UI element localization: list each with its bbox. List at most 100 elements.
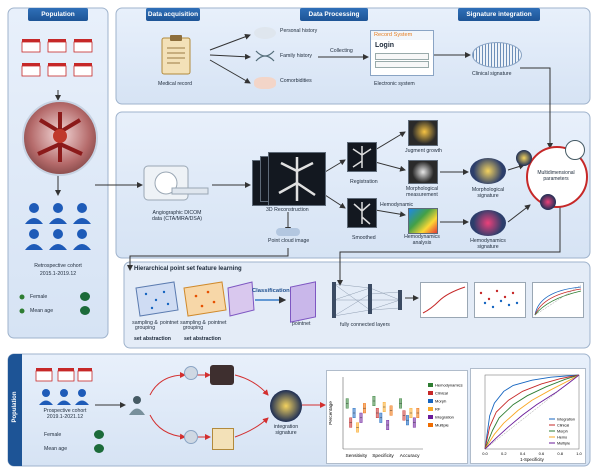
- hemodynamic-label: Hemodynamic: [380, 202, 414, 208]
- boxplot-legend-swatch: [428, 415, 433, 419]
- retrospective-cohort-label: Retrospective cohort: [34, 263, 82, 269]
- data-processing-header: Data Processing: [300, 8, 368, 21]
- personal-history-icon: [254, 27, 276, 39]
- roc-series-line: [484, 374, 580, 450]
- roc-x-tick: 0.0: [482, 451, 488, 456]
- roc-legend-label: Morph: [557, 430, 568, 434]
- personal-history-label: Personal history: [280, 28, 318, 34]
- roc-x-tick: 0.2: [501, 451, 507, 456]
- boxplot-category-label: Specificity: [372, 453, 394, 459]
- prospective-female-label: Female: [44, 432, 62, 438]
- roc-x-tick: 0.4: [520, 451, 526, 456]
- fully-connected-label: fully connected layers: [340, 322, 390, 328]
- roc-frame: [484, 374, 580, 450]
- pointnet-classifier-block: [290, 281, 316, 323]
- username-field: [375, 53, 429, 60]
- boxplot-legend-label: Clinical: [435, 391, 448, 396]
- boxplot-legend-swatch: [428, 391, 433, 395]
- prospective-cohort-label: Prospective cohort: [43, 408, 87, 414]
- login-title: Login: [375, 42, 395, 49]
- population-people-icons: [16, 200, 100, 256]
- boxplot-legend-label: Multiple: [435, 423, 450, 428]
- pointnet-label-2: pointnet: [208, 320, 227, 326]
- set-abstraction-block-1: [134, 280, 180, 320]
- roc-mini-plot: [532, 282, 584, 318]
- roc-series-line: [484, 374, 580, 450]
- hemo-signature-label2: signature: [477, 244, 499, 250]
- reconstruction-label: 3D Reconstruction: [266, 207, 309, 213]
- prospective-hospital-icons: [34, 366, 94, 386]
- roc-x-tick: 0.6: [539, 451, 545, 456]
- multidim-morph-node: [516, 150, 532, 166]
- reconstruction-image: [268, 152, 326, 206]
- record-document-icon: [212, 428, 234, 450]
- morph-measurement-image: [408, 160, 438, 184]
- morph-signature-label1: Morphological: [471, 187, 505, 193]
- retrospective-dates: 2015.1-2019.12: [39, 271, 77, 277]
- point-cloud-label: Point cloud image: [268, 238, 310, 244]
- boxplot-category-label: Accuracy: [400, 453, 420, 459]
- clinician-icon: [126, 394, 148, 416]
- registration-label: Registration: [350, 179, 378, 185]
- aneurysm-image: [22, 100, 98, 176]
- ct-data-circle: [184, 366, 198, 380]
- family-history-label: Family history: [280, 53, 312, 59]
- collecting-label: Collecting: [330, 48, 353, 54]
- smoothed-image: [347, 198, 377, 228]
- boxplot-legend-swatch: [428, 383, 433, 387]
- medical-record-label: Medical record: [158, 81, 193, 87]
- female-legend: Female: [30, 294, 48, 300]
- morph-signature-image: [470, 158, 506, 184]
- boxplot-legend-label: RF: [435, 407, 441, 412]
- prospective-mean-age-label: Mean age: [44, 446, 68, 452]
- integration-signature-label2: signature: [275, 430, 297, 436]
- hemo-signature-image: [470, 210, 506, 236]
- roc-series-line: [484, 374, 580, 450]
- classification-label: Classification: [252, 288, 290, 294]
- set-abstraction-label-2: set abstraction: [184, 336, 221, 342]
- mean-age-legend: Mean age: [30, 308, 54, 314]
- metrics-scatter-plot: [474, 282, 526, 318]
- multidim-hemo-node: [540, 194, 556, 210]
- hemo-signature-label1: Hemodynamics: [470, 238, 506, 244]
- integration-signature-node: [270, 390, 302, 422]
- roc-series-line: [484, 374, 580, 450]
- sampling-grouping-2b: grouping: [182, 325, 204, 331]
- population-side-label: Population: [12, 391, 18, 423]
- set-abstraction-block-3: [226, 280, 256, 320]
- set-abstraction-block-2: [182, 280, 228, 320]
- boxplot-legend-label: Integration: [435, 415, 454, 420]
- hemodynamics-analysis-image: [408, 208, 438, 234]
- boxplot-legend-swatch: [428, 407, 433, 411]
- roc-series-line: [484, 374, 580, 450]
- roc-legend-label: Hemo: [557, 436, 567, 440]
- boxplot-legend-swatch: [428, 423, 433, 427]
- data-acquisition-header: Data acquisition: [146, 8, 200, 21]
- jugment-growth-image: [408, 120, 438, 146]
- pointnet-label-1: pointnet: [160, 320, 179, 326]
- record-system-window: Record System Login: [370, 30, 434, 76]
- boxplot-legend-swatch: [428, 399, 433, 403]
- fully-connected-network: [330, 280, 410, 320]
- hemo-analysis-label2: analysis: [412, 240, 432, 246]
- multidimensional-label: Multidimensional parameters: [537, 170, 575, 183]
- comorbidities-label: Comorbidities: [280, 78, 312, 84]
- sampling-grouping-1b: grouping: [134, 325, 156, 331]
- roc-legend-label: Multiple: [557, 442, 570, 446]
- clinical-signature-barcode: [472, 42, 522, 68]
- roc-x-tick: 1.0: [576, 451, 582, 456]
- population-side-tab: Population: [8, 354, 22, 466]
- electronic-system-label: Electronic system: [374, 81, 415, 87]
- imaging-workstation-icon: [210, 365, 234, 385]
- signature-integration-header: Signature integration: [458, 8, 540, 21]
- roc-legend-label: Integration: [557, 418, 575, 422]
- registration-image: [347, 142, 377, 172]
- pointnet-label-3: pointnet: [292, 321, 311, 327]
- prospective-mean-age-badge: [94, 444, 104, 453]
- learning-title: Hierarchical point set feature learning: [134, 266, 242, 272]
- sampling-grouping-2a: sampling &: [180, 320, 206, 326]
- morph-measurement-label1: Morphological: [405, 186, 439, 192]
- prospective-people-icons: [34, 388, 94, 406]
